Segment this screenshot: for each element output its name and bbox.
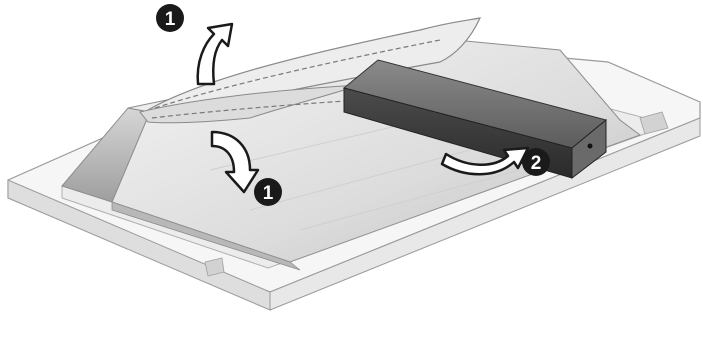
- step-number: 1: [263, 183, 274, 204]
- step-number: 1: [165, 9, 176, 30]
- step-callout-1-bottom: 1: [254, 178, 282, 206]
- lift-arrow-icon: [198, 24, 232, 84]
- step-callout-1-top: 1: [156, 4, 184, 32]
- step-callout-2: 2: [522, 148, 550, 176]
- stand-bar-hole: [588, 144, 593, 149]
- step-number: 2: [531, 153, 542, 174]
